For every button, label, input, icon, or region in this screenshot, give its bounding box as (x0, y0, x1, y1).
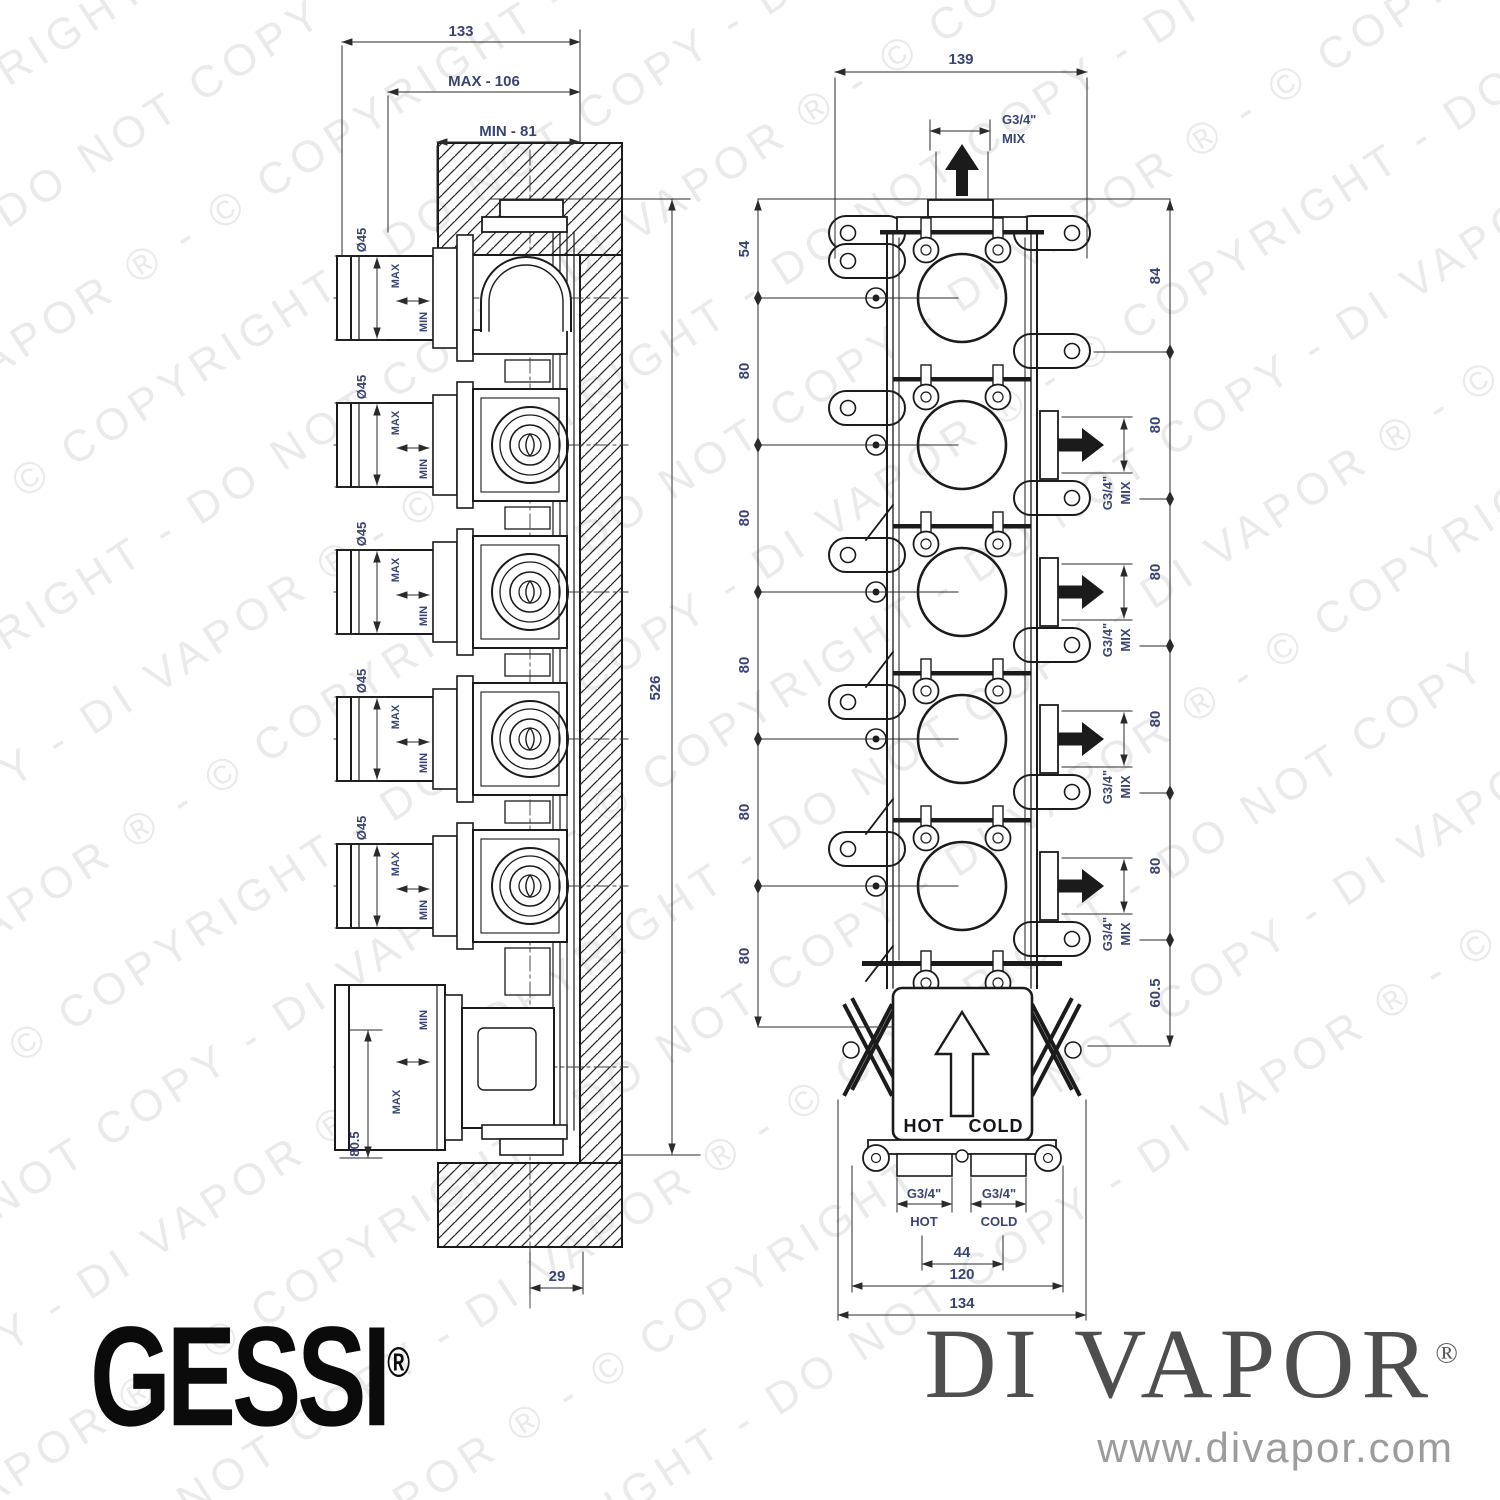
knob-diameter-label: Ø45 (354, 522, 369, 547)
knob-min-label: MIN (418, 459, 430, 479)
dim-label-80-5: 80.5 (347, 1131, 362, 1156)
inlet-cold-label: COLD (981, 1214, 1018, 1229)
knob-diameter-label: Ø45 (354, 375, 369, 400)
port-size-label: G3/4" (1100, 770, 1115, 804)
knob-max-label: MAX (391, 1089, 403, 1114)
dim-label-44: 44 (954, 1244, 971, 1261)
mounting-plate (552, 231, 575, 1131)
chain-dim-label: 80 (1147, 417, 1164, 434)
chain-dim-label: 84 (1147, 267, 1164, 284)
port-size-label: G3/4" (1100, 917, 1115, 951)
dim-label-max-106: MAX - 106 (448, 73, 520, 90)
cartridge-connectors (504, 359, 551, 996)
chain-dim-label: 80 (736, 510, 753, 527)
port-type-label: MIX (1118, 481, 1133, 504)
left-view-dimensions: 133 MAX - 106 MIN - 81 526 Ø45 Ø45 Ø45 Ø… (335, 23, 701, 1295)
flow-up-arrow (945, 144, 979, 196)
gessi-logo: GESSI® (90, 1296, 410, 1459)
chain-dim-label: 80 (736, 948, 753, 965)
inlet-box: HOT COLD (842, 950, 1082, 1177)
divapor-wordmark: DI VAPOR (924, 1308, 1436, 1419)
chain-dim-label: 60.5 (1147, 978, 1164, 1007)
knob-max-label: MAX (390, 704, 402, 729)
chain-dim-label: 80 (1147, 564, 1164, 581)
divapor-logo: DI VAPOR® (924, 1306, 1458, 1421)
chain-dim-label: 80 (736, 804, 753, 821)
valve-bodies (866, 218, 1031, 930)
knob-min-label: MIN (418, 606, 430, 626)
dim-label-min-81: MIN - 81 (479, 123, 537, 140)
right-view-dimensions: 139 G3/4" MIX 54 80 (736, 51, 1174, 1321)
cold-inlet-stub (970, 1153, 1027, 1177)
top-outlet-stub (481, 199, 568, 233)
cold-label: COLD (969, 1116, 1024, 1136)
left-view-section: 133 MAX - 106 MIN - 81 526 Ø45 Ø45 Ø45 Ø… (333, 23, 701, 1309)
divapor-website-url: www.divapor.com (1097, 1424, 1454, 1471)
dim-label-134: 134 (949, 1295, 975, 1312)
dim-label-133: 133 (448, 23, 473, 40)
knob-min-label: MIN (418, 312, 430, 332)
valve-unit (336, 528, 569, 656)
dim-label-120: 120 (949, 1266, 974, 1283)
knob-min-label: MIN (418, 1010, 430, 1030)
divapor-registered-mark: ® (1435, 1336, 1458, 1370)
knob-min-label: MIN (418, 900, 430, 920)
inlet-cold-size-label: G3/4" (982, 1186, 1016, 1201)
port-size-label: G3/4" (1100, 476, 1115, 510)
inlet-flow-arrow (933, 1009, 991, 1118)
port-type-label: MIX (1118, 922, 1133, 945)
dim-label-526: 526 (647, 675, 664, 700)
chain-dim-label: 54 (736, 240, 753, 257)
knob-min-label: MIN (418, 753, 430, 773)
port-type-label: MIX (1118, 628, 1133, 651)
inlet-hot-size-label: G3/4" (907, 1186, 941, 1201)
knob-max-label: MAX (390, 557, 402, 582)
x-brace-left (842, 997, 902, 1097)
knob-diameter-label: Ø45 (354, 816, 369, 841)
knob-max-label: MAX (390, 410, 402, 435)
knob-diameter-label: Ø45 (354, 669, 369, 694)
valve-unit (336, 381, 569, 509)
hot-label: HOT (904, 1116, 945, 1136)
valve-unit (336, 822, 569, 950)
valve-unit-large (334, 984, 568, 1156)
port-size-label: G3/4" (1100, 623, 1115, 657)
hot-inlet-stub (896, 1153, 953, 1177)
valve-unit (336, 675, 569, 803)
top-port-size-label: G3/4" (1002, 112, 1036, 127)
chain-dim-label: 80 (1147, 711, 1164, 728)
chain-dim-label: 80 (1147, 858, 1164, 875)
gessi-wordmark: GESSI (90, 1297, 391, 1457)
top-port-type-label: MIX (1002, 131, 1025, 146)
knob-max-label: MAX (390, 851, 402, 876)
knob-max-label: MAX (390, 263, 402, 288)
gessi-registered-mark: ® (387, 1339, 411, 1387)
right-view-front: HOT COLD 139 G3/4" (736, 51, 1174, 1321)
chain-dim-label: 80 (736, 657, 753, 674)
knob-diameter-label: Ø45 (354, 228, 369, 253)
chain-dim-label: 80 (736, 363, 753, 380)
port-type-label: MIX (1118, 775, 1133, 798)
valve-unit-outlet (336, 234, 572, 362)
inlet-hot-label: HOT (910, 1214, 938, 1229)
top-mix-outlet (896, 144, 1028, 234)
dim-label-29: 29 (549, 1268, 566, 1285)
dim-label-139: 139 (948, 51, 973, 68)
